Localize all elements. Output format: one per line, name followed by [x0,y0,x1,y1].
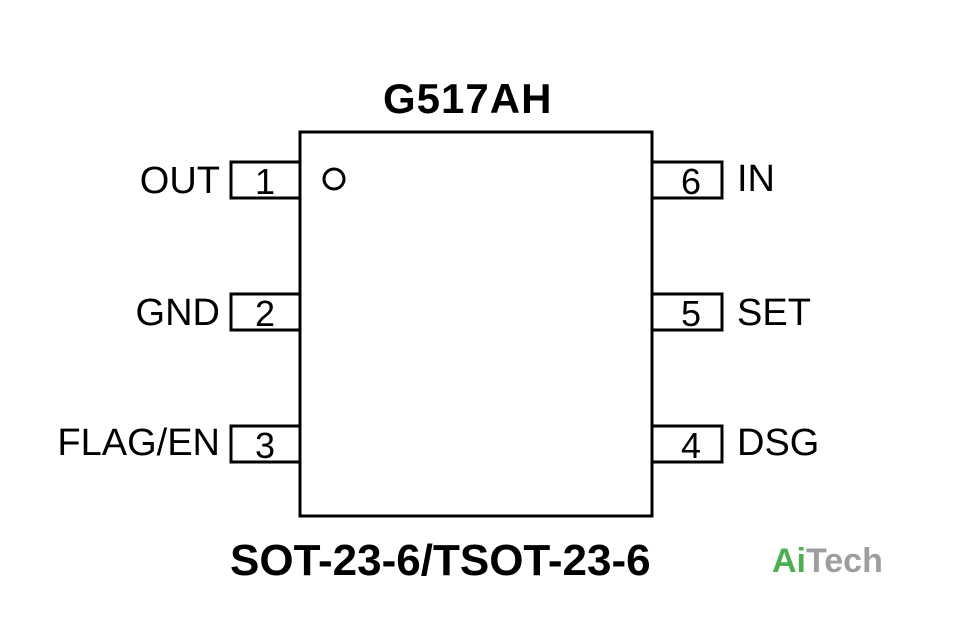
pin-box-3 [229,424,302,464]
pin-number-3: 3 [255,425,276,466]
pin1-indicator-dot [322,167,346,191]
pin-label-dsg: DSG [737,422,820,464]
pin-number-4: 4 [681,425,702,466]
pin-box-4 [650,424,724,464]
aitech-watermark-logo: AiTech [772,544,883,578]
chip-title: G517AH [383,75,553,122]
pin-number-6: 6 [681,161,702,202]
pin-box-6 [650,160,724,200]
pin-box-1 [229,160,302,200]
pin-number-2: 2 [255,293,276,334]
chip-body [298,130,654,518]
pin-label-out: OUT [139,160,220,202]
pin-label-set: SET [737,292,811,334]
watermark-prefix: Ai [772,542,806,580]
pin-label-gnd: GND [135,292,220,334]
pin-box-5 [650,292,724,332]
pin-label-in: IN [737,158,775,200]
watermark-suffix: Tech [806,542,883,580]
pin-box-2 [229,292,302,332]
pin-label-flag-en: FLAG/EN [57,422,220,464]
pin-number-1: 1 [255,161,276,202]
package-label: SOT-23-6/TSOT-23-6 [230,536,651,585]
pin-number-5: 5 [681,293,702,334]
